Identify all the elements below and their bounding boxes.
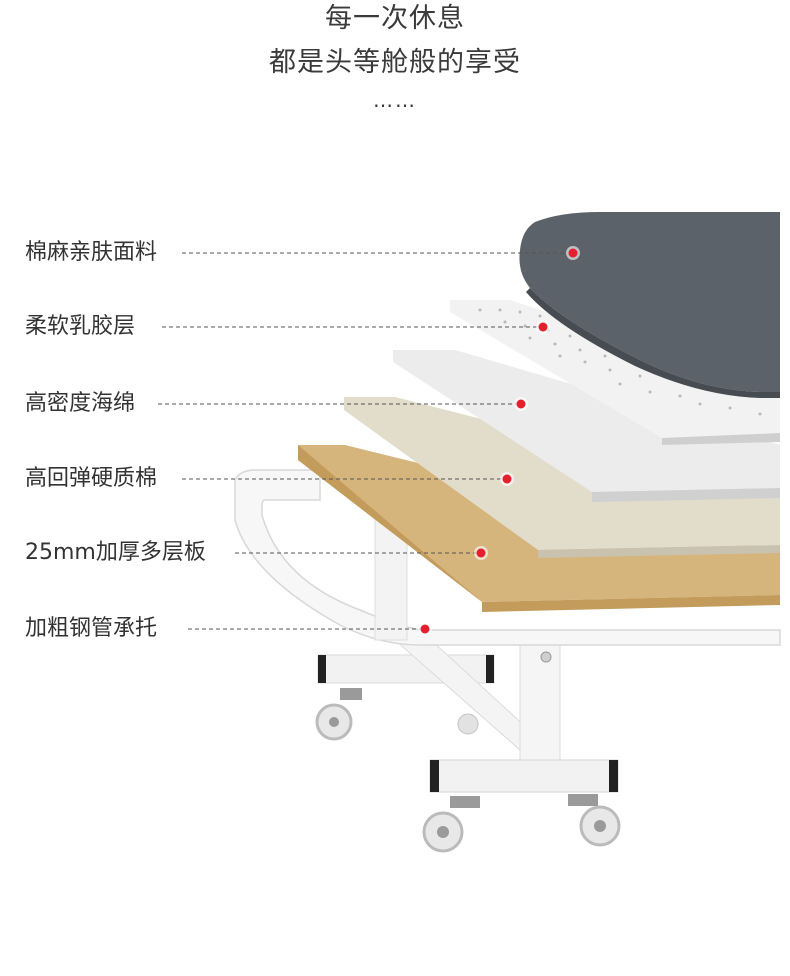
marker-2 <box>536 320 550 334</box>
cotton-layer <box>344 397 780 558</box>
headline-ellipsis: …… <box>373 88 417 112</box>
headline-line-1: 每一次休息 <box>325 3 465 34</box>
marker-5 <box>474 546 488 560</box>
caster-front-left <box>422 796 480 853</box>
fabric-layer <box>519 212 780 398</box>
layer-label-cotton: 高回弹硬质棉 <box>25 466 158 491</box>
markers <box>418 246 580 636</box>
layer-label-steel: 加粗钢管承托 <box>25 616 158 641</box>
marker-1 <box>566 246 580 260</box>
caster-front-right <box>568 794 621 847</box>
caster-rear <box>315 688 362 741</box>
marker-4 <box>500 472 514 486</box>
layer-label-fabric: 棉麻亲肤面料 <box>25 240 158 265</box>
steel-frame <box>234 469 781 793</box>
sponge-layer <box>393 350 780 502</box>
marker-6 <box>418 622 432 636</box>
layer-label-plywood: 25mm加厚多层板 <box>25 540 206 565</box>
layer-label-latex: 柔软乳胶层 <box>25 314 136 339</box>
marker-3 <box>514 397 528 411</box>
headline-line-2: 都是头等舱般的享受 <box>269 47 521 78</box>
latex-layer <box>450 300 780 445</box>
leader-lines <box>158 252 568 630</box>
layer-label-sponge: 高密度海绵 <box>25 391 136 416</box>
casters <box>315 688 621 853</box>
